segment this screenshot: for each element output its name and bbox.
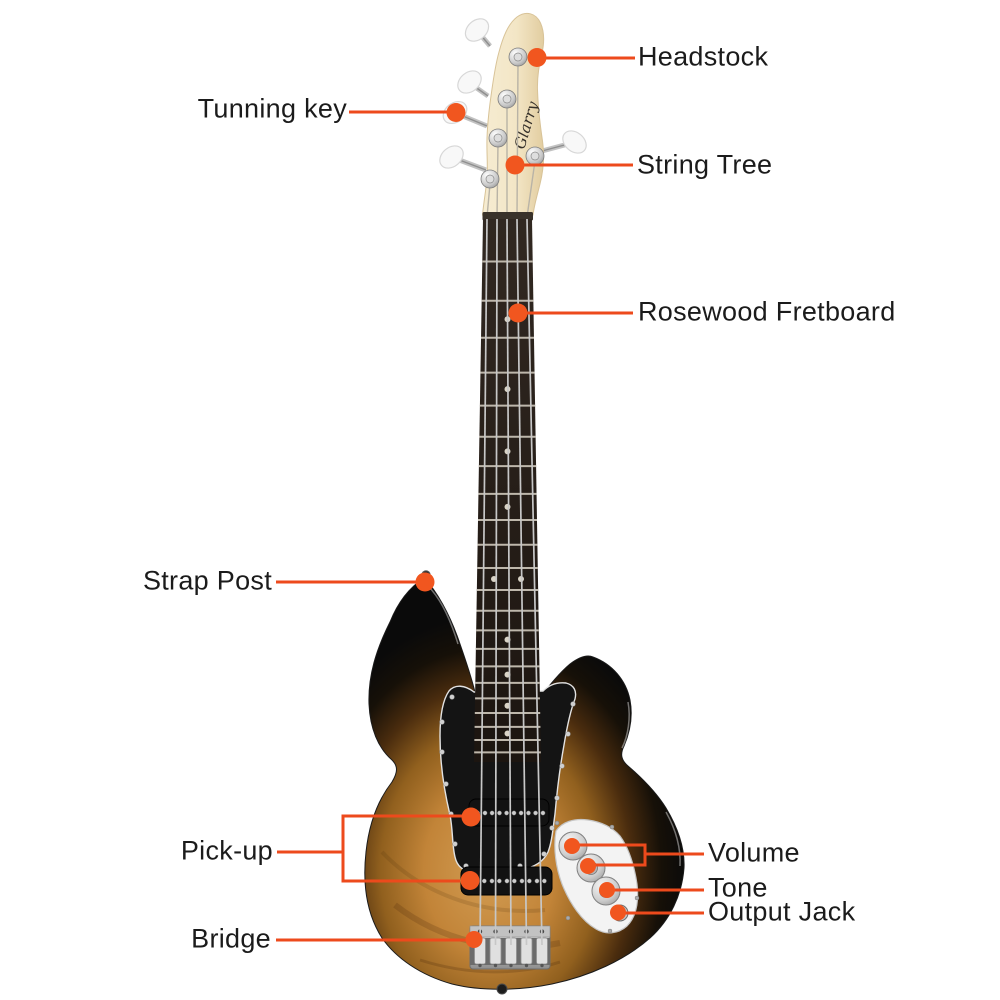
bridge-callout-dot: [465, 931, 483, 948]
fretboard: [474, 219, 541, 762]
pole-piece: [534, 878, 540, 884]
pickup-middle-callout-dot: [461, 807, 481, 827]
pole-piece: [489, 810, 495, 816]
string: [526, 160, 536, 218]
strap-post-callout-dot: [415, 572, 435, 592]
callout-label-strap-post: Strap Post: [142, 565, 272, 596]
string: [526, 218, 543, 946]
string-tree-callout-dot: [505, 155, 525, 175]
bridge-screws: [478, 963, 544, 968]
pole-piece: [542, 878, 547, 884]
callout-label-bridge: Bridge: [191, 923, 271, 954]
headstock-callout-dot: [527, 48, 547, 67]
pole-piece: [518, 810, 524, 816]
pole-piece: [497, 878, 502, 884]
pole-piece: [527, 878, 532, 884]
pole-piece: [497, 810, 502, 816]
tuner-post: [525, 146, 545, 166]
string: [516, 61, 519, 218]
pole-piece: [512, 878, 517, 884]
tuner-post: [497, 89, 517, 109]
body-gloss-highlights: [373, 585, 681, 867]
pole-pieces: [474, 810, 547, 884]
pole-piece: [533, 810, 538, 816]
volume-callout-dot-2: [580, 858, 596, 874]
callout-label-headstock: Headstock: [638, 41, 769, 72]
tone-callout-dot: [599, 882, 615, 898]
string: [479, 218, 488, 946]
callout-label-output-jack: Output Jack: [708, 896, 856, 927]
pick-up-callout-bracket: [277, 814, 462, 883]
volume-callout-dot: [564, 838, 580, 854]
tuner-post: [480, 169, 500, 189]
bottom-strap-button: [496, 983, 508, 995]
callout-label-rosewood-fretboard: Rosewood Fretboard: [638, 296, 896, 327]
inlay-dot: [504, 503, 511, 510]
callout-label-pick-up: Pick-up: [180, 835, 273, 866]
output-jack-callout-dot: [610, 904, 626, 921]
pole-piece: [504, 878, 510, 884]
string: [494, 218, 498, 946]
tuner-post: [508, 47, 528, 67]
callout-lines: [276, 56, 704, 942]
pole-piece: [540, 810, 546, 816]
volume-callout-bracket: [572, 843, 704, 867]
pole-piece: [519, 878, 525, 884]
callout-label-tunning-key: Tunning key: [197, 93, 347, 124]
pole-piece: [504, 810, 509, 816]
rosewood-fretboard-callout-dot: [508, 303, 528, 323]
pole-piece: [482, 810, 488, 816]
nut: [482, 212, 533, 221]
bridge: [469, 925, 551, 970]
pole-piece: [511, 810, 517, 816]
callout-label-volume: Volume: [708, 837, 800, 868]
callout-label-string-tree: String Tree: [637, 149, 773, 180]
tuner-post: [488, 128, 508, 148]
pole-piece: [489, 878, 495, 884]
callout-label-tone: Tone: [708, 872, 768, 903]
tuner-posts: [480, 47, 545, 189]
callout-dots: [415, 48, 626, 948]
pole-piece: [526, 810, 531, 816]
frets: [474, 260, 541, 754]
pickguard-screws: [439, 694, 576, 873]
strings: [479, 218, 543, 946]
pickup-bridge-callout-dot: [460, 871, 480, 890]
control-plate-screws: [554, 820, 640, 934]
tunning-key-callout-dot: [446, 103, 466, 122]
string: [506, 218, 512, 946]
string: [516, 218, 528, 946]
string: [486, 183, 491, 218]
pole-piece: [482, 878, 487, 884]
